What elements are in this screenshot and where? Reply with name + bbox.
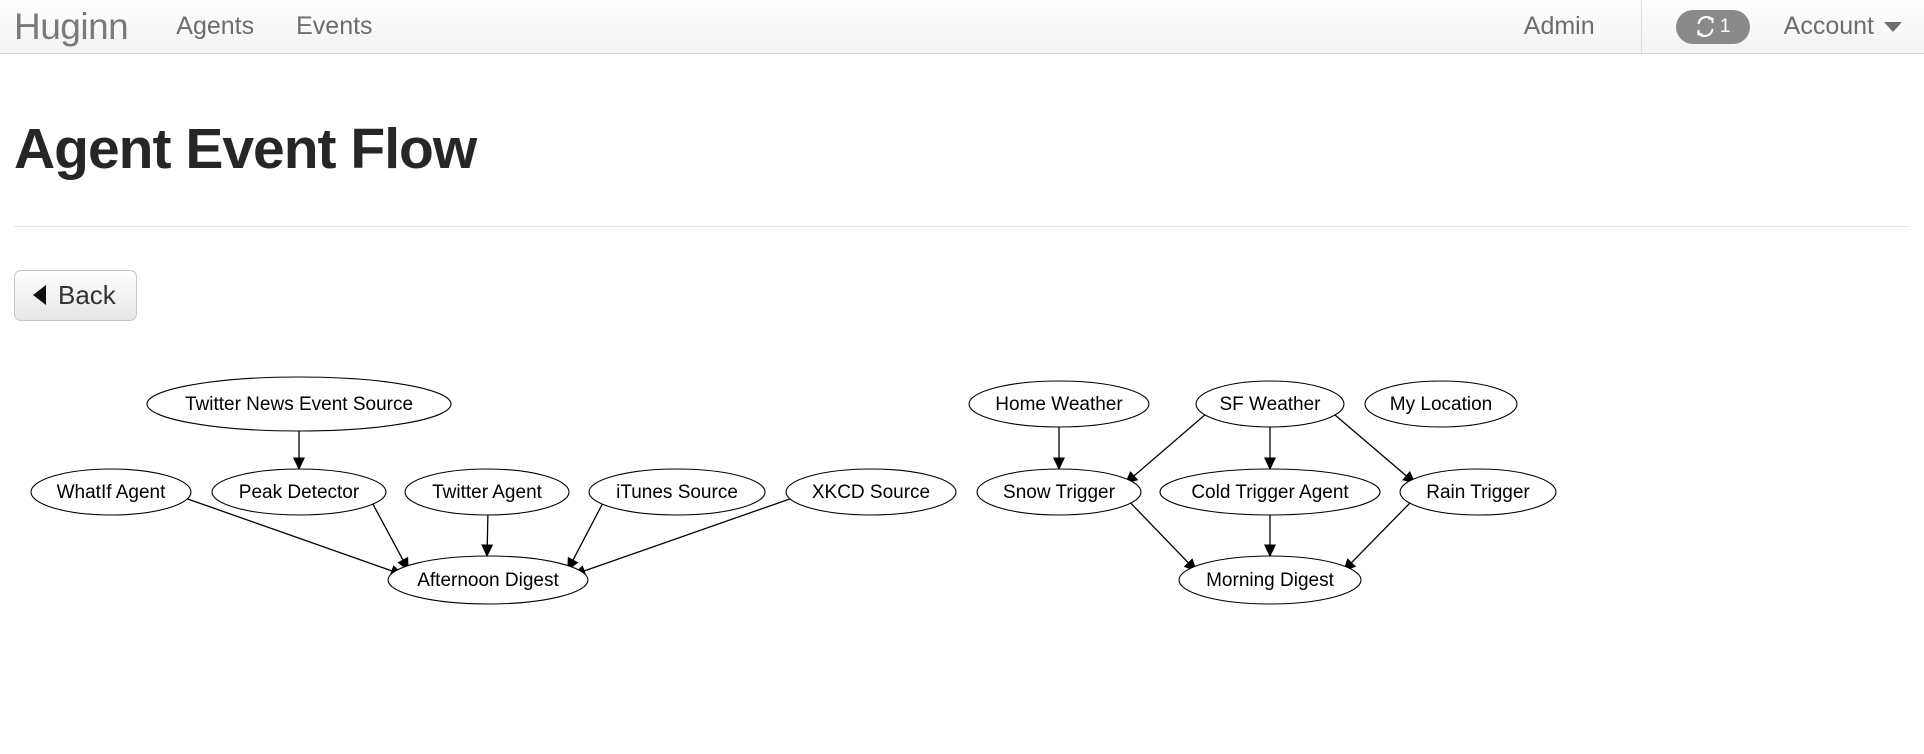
flow-node-label: Morning Digest	[1206, 570, 1334, 591]
worker-status-button[interactable]: 1	[1642, 0, 1784, 53]
flow-edge-arrowhead	[1264, 457, 1276, 471]
flow-node-label: My Location	[1390, 394, 1492, 415]
flow-edge	[1131, 412, 1208, 478]
flow-node-shape[interactable]	[1195, 380, 1345, 428]
flow-node-label: Snow Trigger	[1003, 482, 1116, 503]
worker-count: 1	[1719, 15, 1731, 37]
nav-item-account[interactable]: Account	[1784, 14, 1902, 39]
flow-node-home_weather[interactable]: Home Weather	[968, 380, 1150, 428]
flow-node-shape[interactable]	[211, 468, 387, 516]
flow-node-twitter_agent[interactable]: Twitter Agent	[404, 468, 570, 516]
flow-node-shape[interactable]	[387, 555, 589, 605]
flow-edge-arrowhead	[293, 457, 305, 471]
flow-node-shape[interactable]	[146, 376, 452, 432]
flow-node-label: Peak Detector	[239, 482, 360, 503]
nav-item-events[interactable]: Events	[296, 12, 373, 40]
flow-node-label: SF Weather	[1219, 394, 1321, 415]
chevron-down-icon	[1884, 21, 1902, 32]
page-container: Agent Event Flow Back Twitter News Event…	[0, 117, 1924, 627]
flow-edge	[1128, 500, 1191, 565]
flow-edge	[371, 501, 405, 563]
account-label: Account	[1783, 12, 1874, 40]
worker-status-badge[interactable]: 1	[1675, 9, 1750, 44]
flow-node-shape[interactable]	[404, 468, 570, 516]
flow-node-label: Twitter Agent	[432, 482, 543, 503]
flow-node-shape[interactable]	[976, 468, 1142, 516]
navbar-right-group: Admin 1 Account	[1494, 0, 1924, 53]
flow-node-label: XKCD Source	[812, 482, 930, 503]
flow-edge-arrowhead	[1053, 457, 1065, 471]
flow-node-label: Twitter News Event Source	[185, 394, 413, 415]
chevron-left-icon	[33, 284, 46, 305]
nav-item-agents[interactable]: Agents	[176, 12, 255, 40]
flow-node-shape[interactable]	[1364, 380, 1518, 428]
flow-edge-arrowhead	[481, 544, 494, 558]
flow-node-shape[interactable]	[968, 380, 1150, 428]
flow-node-shape[interactable]	[1178, 555, 1362, 605]
flow-node-shape[interactable]	[588, 468, 766, 516]
flow-edge	[1332, 412, 1409, 478]
flow-node-label: Afternoon Digest	[417, 570, 559, 591]
page-title: Agent Event Flow	[14, 117, 477, 181]
flow-node-snow_trigger[interactable]: Snow Trigger	[976, 468, 1142, 516]
flow-node-peak_detector[interactable]: Peak Detector	[211, 468, 387, 516]
flow-node-morning_digest[interactable]: Morning Digest	[1178, 555, 1362, 605]
flow-node-afternoon_digest[interactable]: Afternoon Digest	[387, 555, 589, 605]
flow-node-shape[interactable]	[30, 468, 192, 516]
flow-node-label: Home Weather	[995, 394, 1123, 415]
nav-item-admin[interactable]: Admin	[1494, 0, 1642, 53]
flow-edge	[486, 514, 489, 547]
title-divider	[14, 225, 1910, 227]
top-navbar: Huginn Agents Events Admin 1 Account	[0, 0, 1924, 54]
flow-node-label: Rain Trigger	[1426, 482, 1530, 503]
flow-edge	[571, 501, 605, 563]
flow-node-label: Cold Trigger Agent	[1191, 482, 1349, 503]
flow-node-my_location[interactable]: My Location	[1364, 380, 1518, 428]
flow-node-whatif_agent[interactable]: WhatIf Agent	[30, 468, 192, 516]
flow-edge-arrowhead	[1264, 544, 1276, 558]
flow-node-cold_trigger_agent[interactable]: Cold Trigger Agent	[1159, 468, 1381, 516]
flow-edge	[1349, 500, 1413, 565]
flow-node-rain_trigger[interactable]: Rain Trigger	[1399, 468, 1557, 516]
brand-logo[interactable]: Huginn	[14, 6, 129, 47]
flow-edge	[582, 496, 796, 573]
flow-node-label: WhatIf Agent	[57, 482, 167, 503]
flow-node-shape[interactable]	[1159, 468, 1381, 516]
flow-node-twitter_news_event_source[interactable]: Twitter News Event Source	[146, 376, 452, 432]
back-button[interactable]: Back	[14, 269, 137, 321]
flow-edge	[182, 496, 395, 573]
back-button-label: Back	[58, 279, 116, 310]
flow-node-shape[interactable]	[785, 468, 957, 516]
flow-node-sf_weather[interactable]: SF Weather	[1195, 380, 1345, 428]
flow-node-itunes_source[interactable]: iTunes Source	[588, 468, 766, 516]
flow-node-label: iTunes Source	[616, 482, 738, 503]
flow-node-xkcd_source[interactable]: XKCD Source	[785, 468, 957, 516]
flow-node-shape[interactable]	[1399, 468, 1557, 516]
refresh-icon	[1695, 16, 1716, 37]
